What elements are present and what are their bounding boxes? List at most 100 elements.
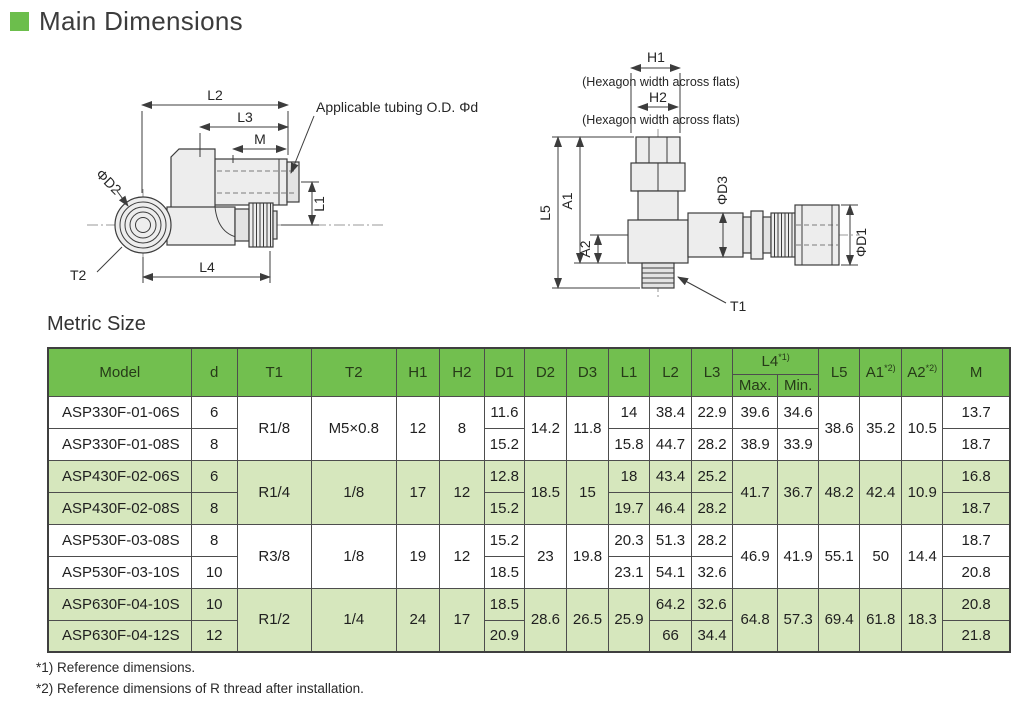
cell-d: 8 — [190, 491, 238, 525]
dim-label-l5: L5 — [537, 205, 553, 221]
cell-l1: 18 — [607, 459, 651, 493]
cell-model: ASP430F-02-08S — [47, 491, 192, 525]
cell-d2: 18.5 — [523, 459, 567, 525]
cell-l3: 28.2 — [691, 523, 734, 557]
cell-l2: 46.4 — [649, 491, 693, 525]
cell-m: 20.8 — [942, 587, 1011, 621]
dim-label-phi-d3: ΦD3 — [714, 176, 730, 205]
cell-t2: 1/8 — [310, 459, 397, 525]
cell-l2: 66 — [649, 619, 693, 653]
fitting-stud-end — [272, 210, 278, 240]
cell-h2: 12 — [438, 523, 485, 589]
cell-h1: 24 — [395, 587, 440, 653]
col-l4-min: Min. — [777, 373, 820, 397]
cell-d3: 19.8 — [565, 523, 609, 589]
page-title: Main Dimensions — [39, 6, 243, 36]
port-ring-1 — [742, 216, 752, 254]
col-l5: L5 — [818, 347, 861, 397]
dim-label-phi-d2: ΦD2 — [93, 166, 125, 198]
cell-l1: 20.3 — [607, 523, 651, 557]
cell-t1: R1/2 — [236, 587, 312, 653]
cell-t1: R1/4 — [236, 459, 312, 525]
cell-d2: 28.6 — [523, 587, 567, 653]
cell-l2: 44.7 — [649, 427, 693, 461]
cell-d2: 23 — [523, 523, 567, 589]
cell-model: ASP530F-03-10S — [47, 555, 192, 589]
cell-d: 10 — [190, 587, 238, 621]
footnote-2: *2) Reference dimensions of R thread aft… — [36, 681, 364, 696]
dim-label-l3: L3 — [237, 109, 253, 125]
section-title: Metric Size — [47, 313, 146, 335]
cell-d3: 26.5 — [565, 587, 609, 653]
green-square-bullet-icon — [10, 12, 29, 31]
port-hex-ring — [750, 210, 764, 260]
cell-l4min: 41.9 — [777, 523, 820, 589]
footnotes: *1) Reference dimensions. *2) Reference … — [36, 657, 364, 699]
knurl-lines — [774, 213, 793, 257]
cell-d1: 18.5 — [483, 555, 525, 589]
cell-l2: 51.3 — [649, 523, 693, 557]
cell-l5: 48.2 — [818, 459, 861, 525]
cell-d2: 14.2 — [523, 395, 567, 461]
cell-t2: 1/4 — [310, 587, 397, 653]
dim-label-h2: H2 — [649, 89, 667, 105]
dim-label-a1: A1 — [559, 192, 575, 209]
cell-d1: 11.6 — [483, 395, 525, 429]
cell-l4max: 64.8 — [732, 587, 779, 653]
knob-face — [114, 196, 172, 254]
cell-d: 6 — [190, 459, 238, 493]
cell-model: ASP330F-01-06S — [47, 395, 192, 429]
col-t2: T2 — [310, 347, 397, 397]
cell-l4min: 34.6 — [777, 395, 820, 429]
port-cylinder — [687, 212, 744, 258]
cell-model: ASP330F-01-08S — [47, 427, 192, 461]
hex-nut — [635, 136, 681, 164]
cell-d: 8 — [190, 523, 238, 557]
dim-label-l4: L4 — [199, 259, 215, 275]
cell-h2: 17 — [438, 587, 485, 653]
col-l2: L2 — [649, 347, 693, 397]
dim-label-l2: L2 — [207, 87, 223, 103]
cell-model: ASP530F-03-08S — [47, 523, 192, 557]
cell-a1: 61.8 — [859, 587, 903, 653]
cell-d1: 18.5 — [483, 587, 525, 621]
cell-t1: R3/8 — [236, 523, 312, 589]
cell-m: 13.7 — [942, 395, 1011, 429]
cell-m: 18.7 — [942, 427, 1011, 461]
cell-a1: 35.2 — [859, 395, 903, 461]
cell-l2: 43.4 — [649, 459, 693, 493]
cell-l4max: 39.6 — [732, 395, 779, 429]
col-d2: D2 — [523, 347, 567, 397]
cell-a2: 18.3 — [901, 587, 944, 653]
cell-h1: 17 — [395, 459, 440, 525]
cell-d1: 15.2 — [483, 427, 525, 461]
dim-label-m: M — [254, 131, 266, 147]
cell-l3: 32.6 — [691, 555, 734, 589]
col-l4-max: Max. — [732, 373, 779, 397]
cell-d3: 15 — [565, 459, 609, 525]
cell-model: ASP630F-04-10S — [47, 587, 192, 621]
cell-l5: 55.1 — [818, 523, 861, 589]
cell-l1: 25.9 — [607, 587, 651, 653]
hex-note-1: (Hexagon width across flats) — [582, 75, 740, 89]
dim-label-phi-d1: ΦD1 — [853, 228, 869, 257]
col-a1: A1*2) — [859, 347, 903, 397]
cell-t2: M5×0.8 — [310, 395, 397, 461]
col-t1: T1 — [236, 347, 312, 397]
dim-label-h1: H1 — [647, 49, 665, 65]
cell-l1: 14 — [607, 395, 651, 429]
cell-l3: 32.6 — [691, 587, 734, 621]
page-header: Main Dimensions — [10, 6, 243, 37]
cell-a2: 14.4 — [901, 523, 944, 589]
cell-d3: 11.8 — [565, 395, 609, 461]
col-l1: L1 — [607, 347, 651, 397]
cell-l3: 28.2 — [691, 491, 734, 525]
footnote-1: *1) Reference dimensions. — [36, 660, 196, 675]
cell-model: ASP430F-02-06S — [47, 459, 192, 493]
cell-l2: 54.1 — [649, 555, 693, 589]
cell-model: ASP630F-04-12S — [47, 619, 192, 653]
col-h2: H2 — [438, 347, 485, 397]
cell-a2: 10.9 — [901, 459, 944, 525]
